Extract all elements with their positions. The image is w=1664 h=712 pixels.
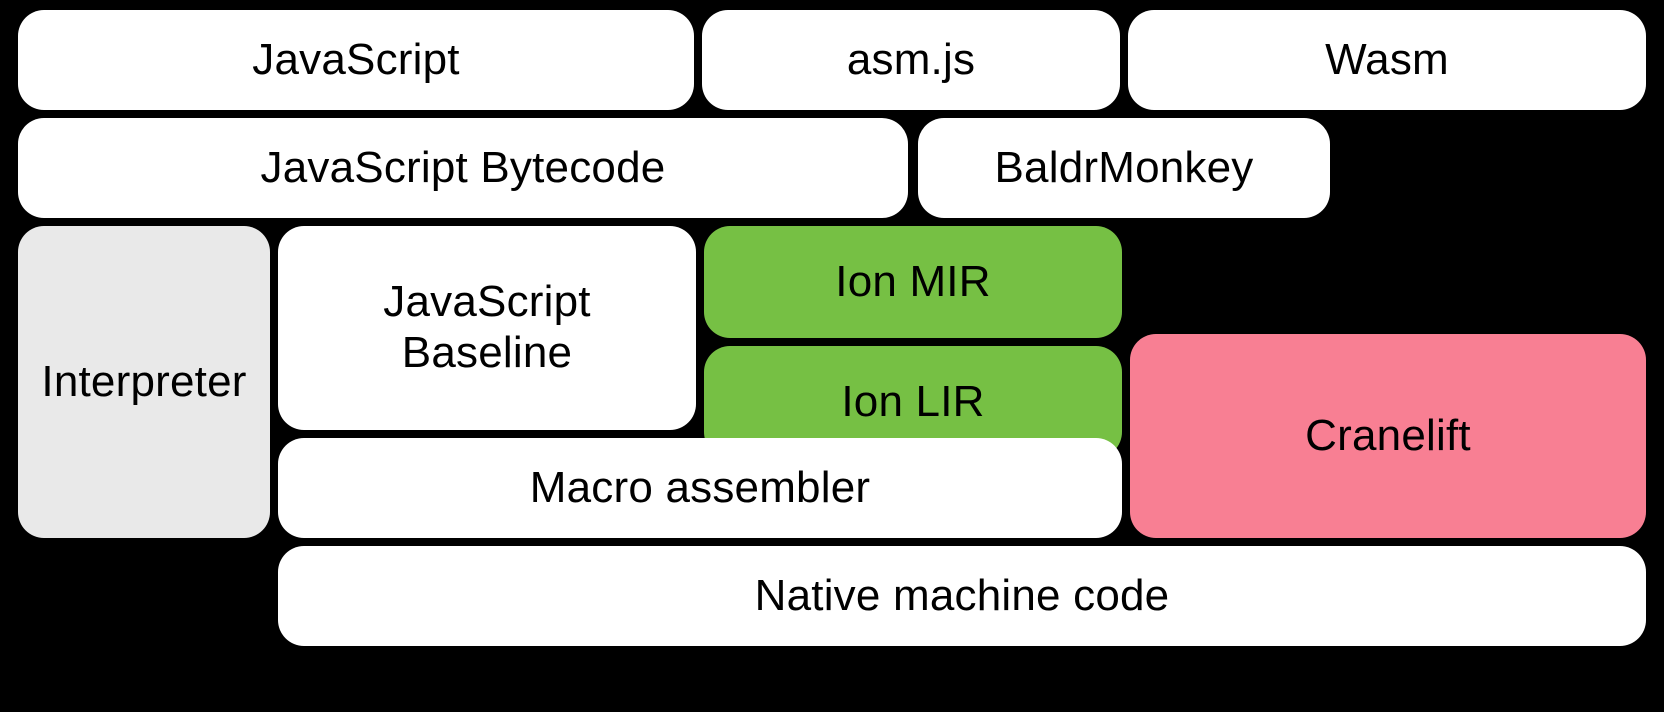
node-cranelift: Cranelift — [1130, 334, 1646, 538]
node-label-ion-lir: Ion LIR — [841, 376, 985, 426]
node-interpreter: Interpreter — [18, 226, 270, 538]
node-native-machine-code: Native machine code — [278, 546, 1646, 646]
node-label-baldrmonkey: BaldrMonkey — [994, 142, 1254, 192]
node-label-native-machine-code: Native machine code — [754, 570, 1170, 620]
node-ion-mir: Ion MIR — [704, 226, 1122, 338]
node-javascript-bytecode: JavaScript Bytecode — [18, 118, 908, 218]
node-label-cranelift: Cranelift — [1305, 410, 1471, 460]
node-label-asm-js: asm.js — [846, 34, 976, 84]
node-macro-assembler: Macro assembler — [278, 438, 1122, 538]
node-wasm: Wasm — [1128, 10, 1646, 110]
node-label-macro-assembler: Macro assembler — [529, 462, 871, 512]
node-javascript: JavaScript — [18, 10, 694, 110]
node-javascript-baseline: JavaScript Baseline — [278, 226, 696, 430]
node-label-javascript: JavaScript — [252, 34, 460, 84]
node-asm-js: asm.js — [702, 10, 1120, 110]
node-label-wasm: Wasm — [1325, 34, 1449, 84]
node-label-javascript-baseline: JavaScript Baseline — [383, 277, 591, 377]
node-label-ion-mir: Ion MIR — [835, 256, 991, 306]
node-label-javascript-bytecode: JavaScript Bytecode — [260, 142, 666, 192]
node-baldrmonkey: BaldrMonkey — [918, 118, 1330, 218]
node-label-interpreter: Interpreter — [41, 356, 247, 406]
